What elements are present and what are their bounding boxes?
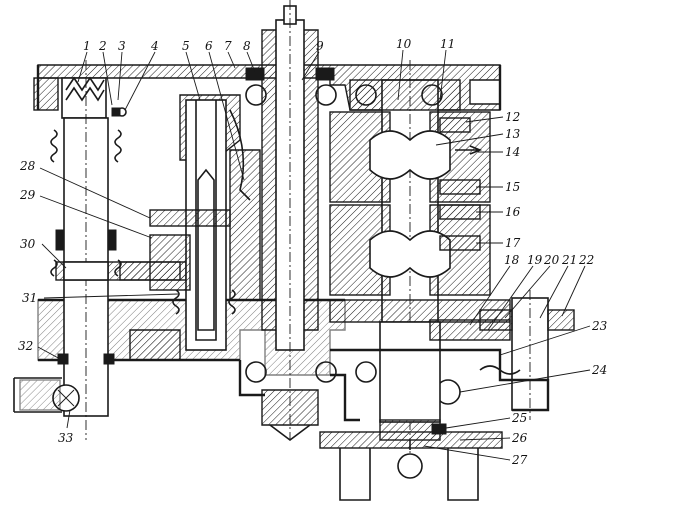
leader-lines: [37, 49, 591, 461]
callout-23: 23: [591, 319, 608, 333]
callout-2: 2: [98, 39, 107, 53]
callout-5: 5: [182, 39, 190, 53]
callout-22: 22: [578, 253, 594, 267]
callout-12: 12: [505, 110, 520, 124]
callout-19: 19: [527, 253, 543, 267]
callout-7: 7: [224, 39, 232, 53]
callout-labels: 1 2 3 4 5 6 7 8 9 10 11 12 13 14 15 16 1…: [18, 37, 608, 467]
callout-28: 28: [19, 159, 36, 173]
callout-9: 9: [316, 39, 324, 53]
callout-14: 14: [505, 145, 520, 159]
main-shaft-assembly: [329, 60, 511, 479]
callout-29: 29: [19, 188, 36, 202]
callout-18: 18: [504, 253, 520, 267]
callout-24: 24: [591, 363, 607, 377]
callout-1: 1: [83, 39, 91, 53]
callout-11: 11: [440, 37, 455, 51]
callout-25: 25: [511, 411, 527, 425]
callout-20: 20: [543, 253, 560, 267]
input-shaft-assembly: [245, 0, 337, 441]
callout-21: 21: [561, 253, 577, 267]
right-cluster: [330, 290, 575, 420]
callout-13: 13: [505, 127, 521, 141]
callout-30: 30: [20, 237, 36, 251]
callout-10: 10: [396, 37, 412, 51]
callout-15: 15: [505, 180, 520, 194]
callout-26: 26: [511, 431, 528, 445]
callout-3: 3: [118, 39, 126, 53]
callout-27: 27: [511, 453, 528, 467]
callout-8: 8: [243, 39, 251, 53]
left-shaft-assembly: [13, 60, 187, 440]
callout-16: 16: [505, 205, 521, 219]
callout-6: 6: [205, 39, 213, 53]
callout-33: 33: [58, 431, 74, 445]
bottom-flange: [319, 423, 503, 501]
callout-32: 32: [18, 339, 33, 353]
callout-4: 4: [150, 39, 159, 53]
callout-31: 31: [22, 291, 37, 305]
fork-shaft-assembly: [119, 99, 251, 351]
callout-17: 17: [505, 236, 521, 250]
